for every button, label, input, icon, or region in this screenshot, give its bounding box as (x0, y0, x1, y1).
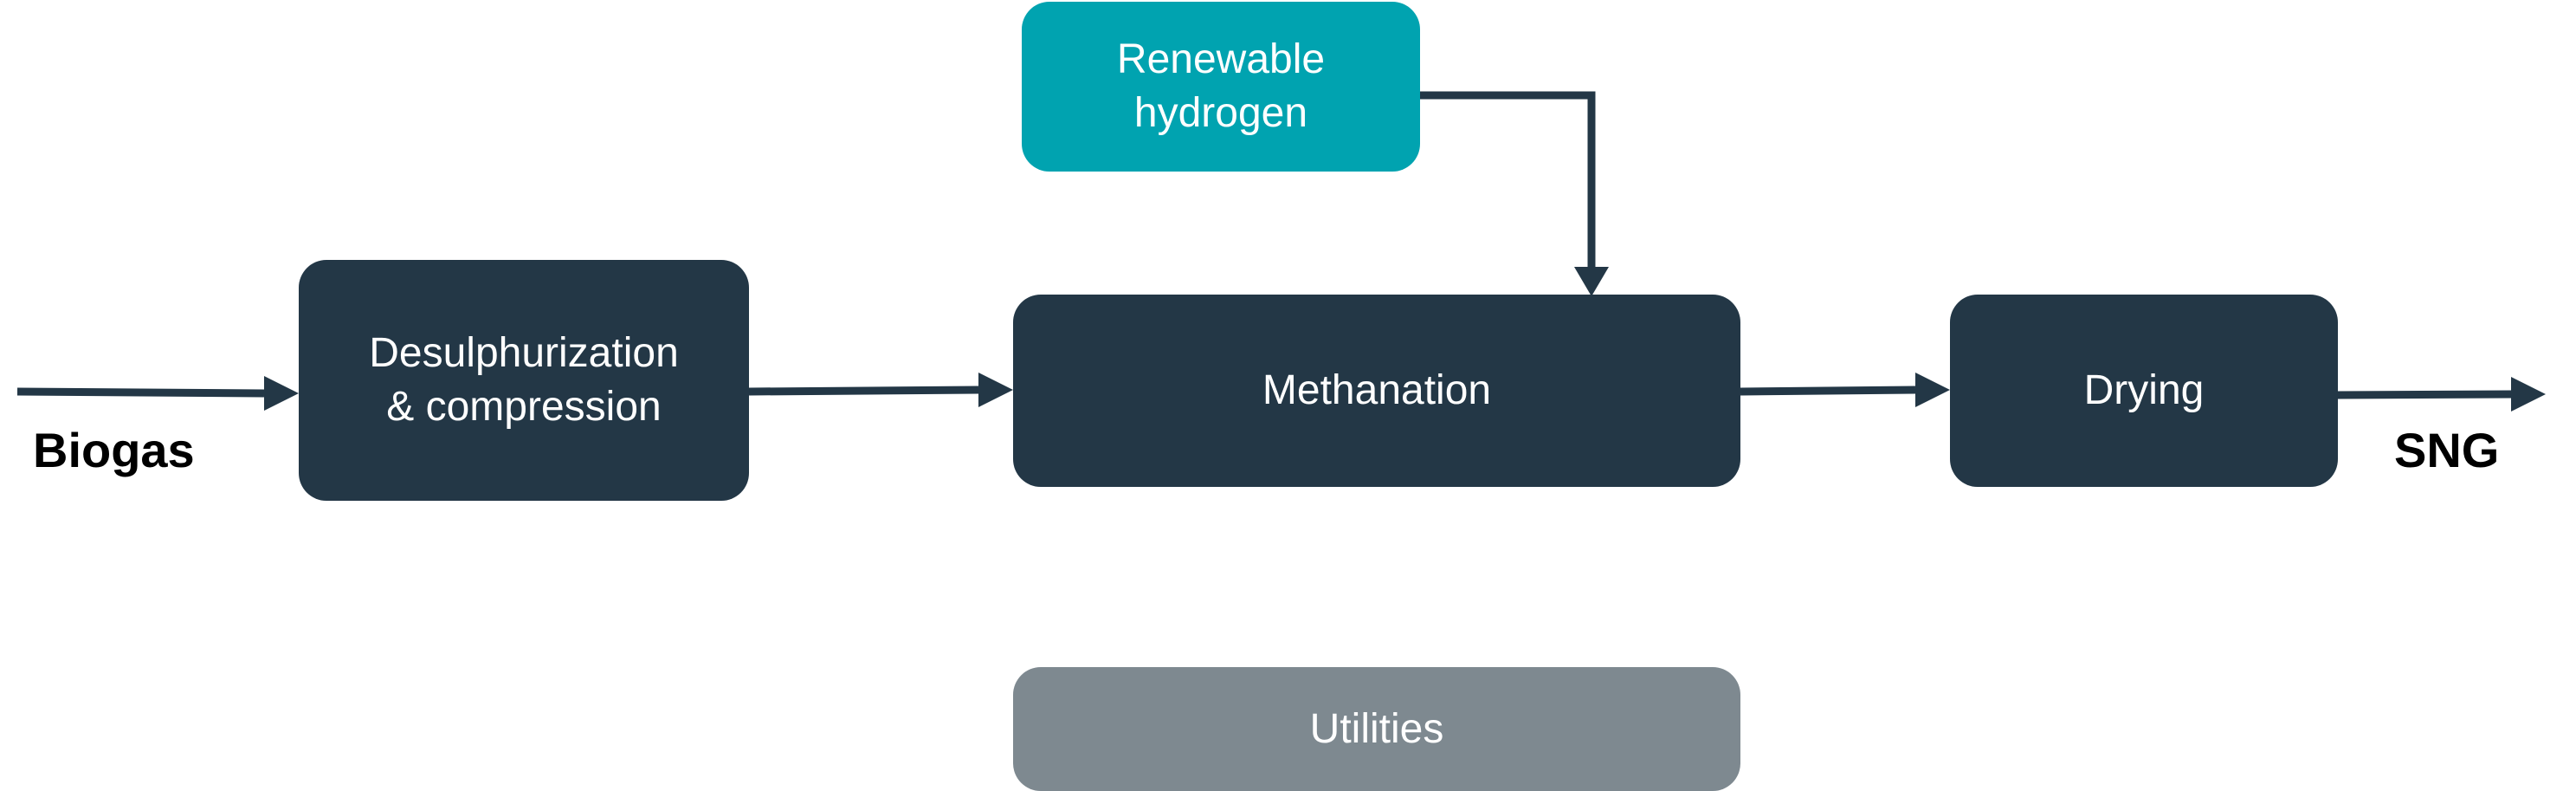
arrow-hydrogen-to-methanation (1420, 91, 1596, 270)
drying-label: Drying (2083, 367, 2205, 413)
biogas-input-label: Biogas (33, 423, 195, 477)
utilities-label: Utilities (1309, 705, 1444, 752)
arrow-methanation-to-drying (1740, 386, 1916, 396)
renewable-hydrogen-box: Renewable hydrogen (1022, 2, 1420, 172)
desulphurization-line1: Desulphurization (369, 330, 679, 376)
desulphurization-line2: & compression (386, 384, 662, 430)
desulphurization-box: Desulphurization & compression (299, 260, 749, 501)
arrow-desulphurization-to-methanation (748, 386, 979, 396)
drying-box: Drying (1950, 295, 2338, 487)
arrowhead-biogas (264, 376, 299, 411)
arrow-drying-to-sng (2337, 390, 2512, 399)
methanation-box: Methanation (1013, 295, 1740, 487)
methanation-label: Methanation (1262, 367, 1492, 413)
renewable-hydrogen-line2: hydrogen (1133, 90, 1308, 136)
renewable-hydrogen-line1: Renewable (1116, 36, 1326, 82)
arrowhead-desulphurization (978, 373, 1013, 407)
sng-output-label: SNG (2394, 423, 2500, 477)
arrow-biogas-to-desulphurization (16, 387, 265, 398)
utilities-box: Utilities (1013, 667, 1740, 791)
arrowhead-sng (2511, 377, 2546, 412)
arrowhead-hydrogen (1574, 267, 1609, 296)
arrowhead-methanation (1915, 373, 1950, 407)
